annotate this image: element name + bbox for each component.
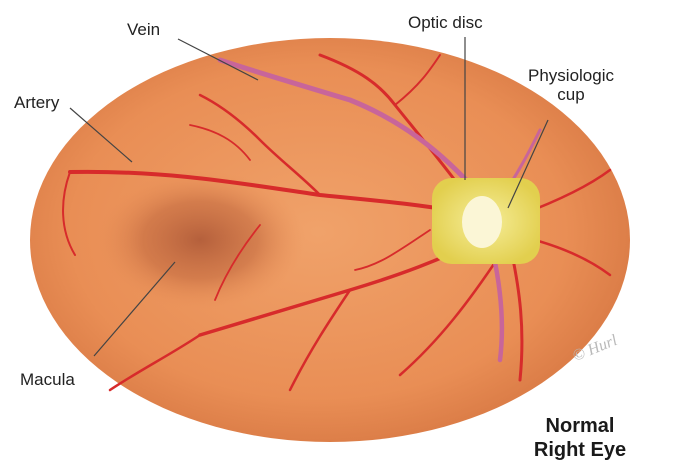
macula-label: Macula	[20, 370, 75, 389]
vein-label: Vein	[127, 20, 160, 39]
title-line1: Normal	[500, 414, 660, 438]
macula-spot	[95, 170, 305, 310]
title-line2: Right Eye	[500, 438, 660, 462]
physiologic-cup-label-line2: cup	[528, 85, 614, 104]
physiologic-cup-label-line1: Physiologic	[528, 66, 614, 85]
physiologic-cup-label: Physiologic cup	[528, 66, 614, 104]
artery-label: Artery	[14, 93, 59, 112]
optic-disc-label: Optic disc	[408, 13, 483, 32]
diagram-title: Normal Right Eye	[500, 414, 660, 462]
physiologic-cup	[462, 196, 502, 248]
